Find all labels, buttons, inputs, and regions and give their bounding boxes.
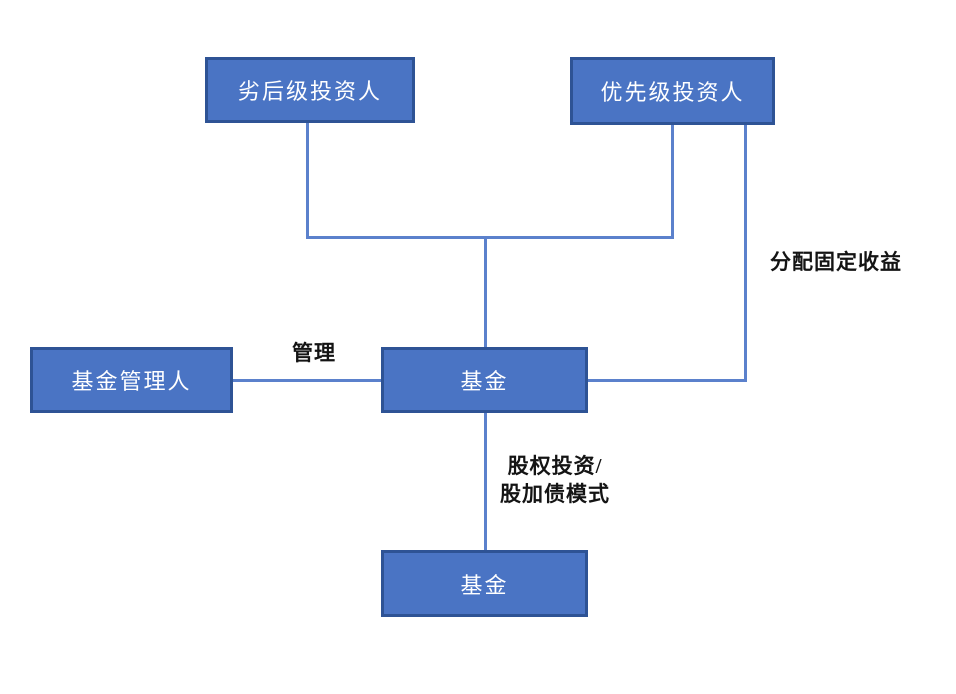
connector-fixed-income-elbow [588, 379, 747, 382]
node-junior-investor-label: 劣后级投资人 [237, 79, 382, 104]
node-fund-center: 基金 [381, 347, 588, 413]
node-fund-center-label: 基金 [460, 369, 509, 394]
node-senior-investor: 优先级投资人 [570, 57, 775, 125]
node-fund-manager-label: 基金管理人 [71, 369, 192, 394]
node-fund-bottom-label: 基金 [460, 572, 509, 598]
node-fund-manager: 基金管理人 [30, 347, 233, 413]
node-senior-investor-label: 优先级投资人 [600, 80, 745, 105]
edge-label-equity-mode: 股权投资/ 股加债模式 [492, 452, 618, 508]
connector-senior-investor-to-bus [671, 125, 674, 238]
connector-investor-bus [306, 236, 674, 239]
node-fund-bottom: 基金 [381, 550, 588, 617]
edge-label-manage: 管理 [292, 341, 336, 365]
connector-bus-to-fund [484, 238, 487, 347]
connector-fixed-income-vertical [744, 125, 747, 382]
edge-label-equity-line2: 股加债模式 [500, 482, 610, 506]
edge-label-fixed-income: 分配固定收益 [770, 250, 902, 274]
node-junior-investor: 劣后级投资人 [205, 57, 415, 123]
connector-junior-investor-to-bus [306, 123, 309, 238]
connector-fund-to-subfund [484, 413, 487, 550]
edge-label-equity-line1: 股权投资/ [507, 454, 603, 478]
connector-manager-to-fund [233, 379, 381, 382]
